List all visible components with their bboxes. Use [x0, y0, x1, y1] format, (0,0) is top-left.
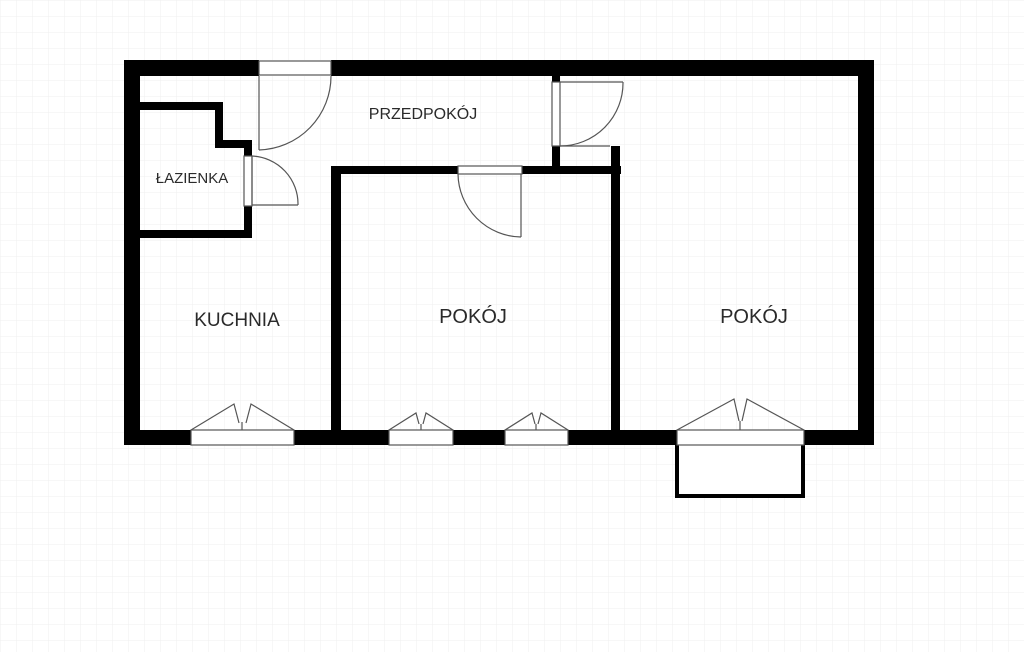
middle-room-label: POKÓJ: [439, 305, 507, 328]
middle-room-door: [457, 165, 523, 238]
balcony: [675, 438, 805, 498]
entrance-door: [258, 60, 332, 151]
right-room-label: POKÓJ: [720, 305, 788, 328]
kitchen-label: KUCHNIA: [194, 310, 280, 331]
bathroom-door: [243, 155, 299, 207]
right-room-door: [551, 81, 624, 147]
bathroom-label: ŁAZIENKA: [156, 170, 229, 187]
middle-window-right: [504, 412, 569, 446]
balcony-door: [676, 398, 805, 446]
middle-window-left: [388, 412, 454, 446]
hallway-label: PRZEDPOKÓJ: [369, 104, 477, 123]
kitchen-window: [190, 403, 295, 446]
